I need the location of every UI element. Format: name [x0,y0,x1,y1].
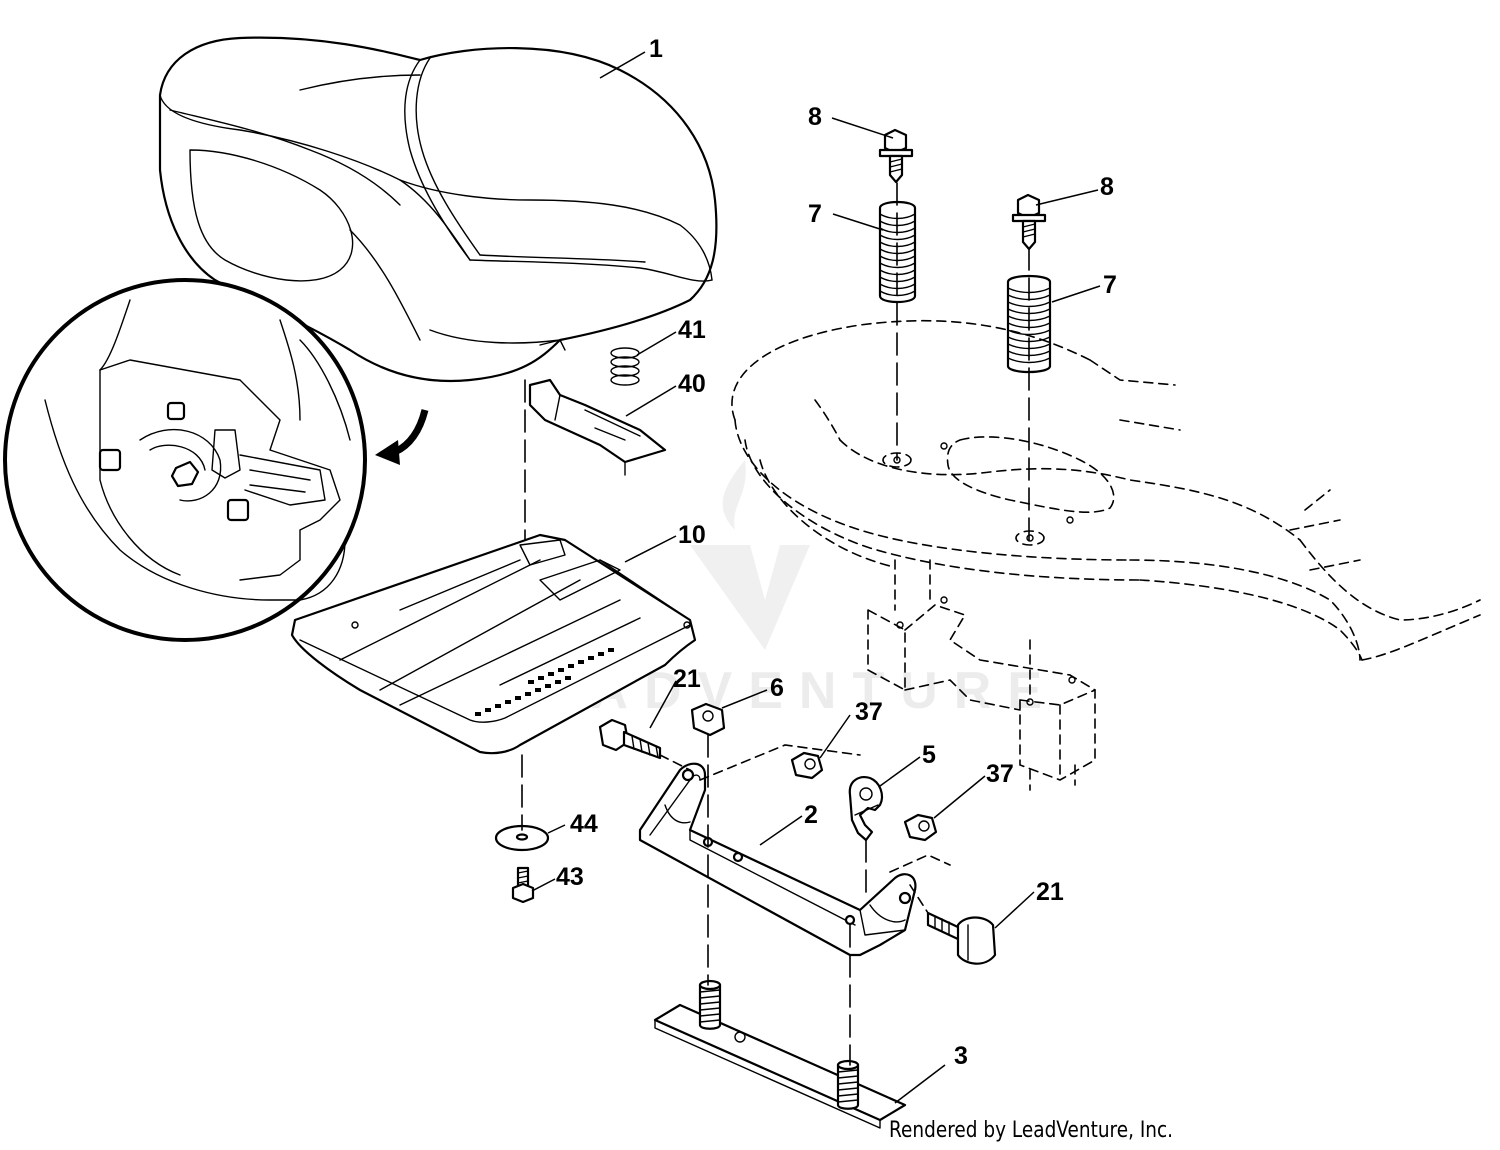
callout-8-right: 8 [1100,173,1114,201]
seat-pan-10 [290,533,697,755]
nut-37-lower [903,813,938,842]
callout-43: 43 [556,863,584,891]
callout-40: 40 [678,370,706,398]
detail-inset [3,278,367,642]
callout-44: 44 [570,810,598,838]
nut-6 [690,702,726,737]
wire-clip-5 [848,776,884,842]
seat-switch-bracket-40 [528,378,667,476]
callout-1: 1 [649,35,663,63]
callout-41: 41 [678,316,706,344]
bolt-21-right [926,911,997,965]
washer-44 [494,824,550,852]
callout-7-left: 7 [808,200,822,228]
callout-21-lower: 21 [1036,878,1064,906]
spring-41 [610,347,640,386]
nut-37-upper [790,751,824,780]
callout-21-upper: 21 [673,665,701,693]
callout-labels: 1 8 8 7 7 41 40 10 21 6 37 5 37 2 44 43 … [556,35,1117,1070]
bolt-43 [511,866,535,904]
callout-6: 6 [770,674,784,702]
callout-2: 2 [804,801,818,829]
callout-5: 5 [922,741,936,769]
callout-10: 10 [678,521,706,549]
callout-37-upper: 37 [855,698,883,726]
callout-37-lower: 37 [986,760,1014,788]
chassis-outline [731,319,1481,791]
render-credit: Rendered by LeadVenture, Inc. [889,1118,1174,1143]
leader-lines [531,51,1101,1104]
bolt-8-right [1011,193,1047,251]
inset-arrow [375,409,429,465]
seat-bracket-2 [638,762,917,957]
stud-plate-3 [653,979,907,1129]
bolt-8-left [878,128,914,184]
bolt-21-left [598,718,662,760]
callout-3: 3 [954,1042,968,1070]
assembly-centerlines [521,182,1030,1066]
callout-7-right: 7 [1103,271,1117,299]
callout-8-left: 8 [808,103,822,131]
